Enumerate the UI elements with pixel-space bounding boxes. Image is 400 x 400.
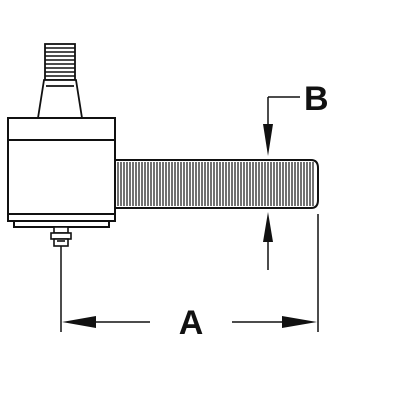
housing	[7, 117, 116, 228]
housing-base-plate	[13, 220, 110, 228]
grease-fitting	[50, 226, 72, 247]
dimension-a-right-arrow	[282, 316, 317, 328]
dimension-a-left-arrow	[62, 316, 96, 328]
dimension-b-label: B	[304, 80, 329, 118]
dimension-a	[60, 214, 319, 332]
top-stud-thread	[44, 43, 76, 81]
housing-body	[7, 117, 116, 222]
dimension-b	[263, 96, 300, 270]
dimension-a-label: A	[179, 304, 204, 342]
top-stud	[36, 43, 84, 119]
dimension-b-upper-arrow	[263, 124, 273, 156]
top-stud-thread-lines	[45, 47, 75, 77]
threaded-shank	[114, 159, 319, 209]
dimension-b-lower-arrow	[263, 212, 273, 242]
threaded-shank-thread-lines	[117, 162, 314, 206]
